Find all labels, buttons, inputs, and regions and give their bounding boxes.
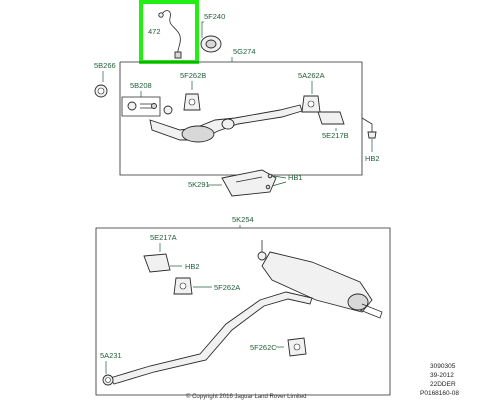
- ref-line-2: 39-2012: [430, 372, 454, 379]
- part-5a231[interactable]: 5A231: [100, 351, 122, 386]
- sensor-472-group[interactable]: 472: [139, 0, 199, 64]
- front-flange: [163, 105, 173, 115]
- label-5b266: 5B266: [94, 61, 116, 70]
- label-5e217b: 5E217B: [322, 131, 349, 140]
- label-hb2-upper: HB2: [365, 154, 380, 163]
- part-5f262a[interactable]: 5F262A: [173, 277, 240, 295]
- bolt-hb2-upper: [367, 131, 377, 139]
- part-5k291[interactable]: 5K291: [188, 169, 277, 197]
- label-5k291: 5K291: [188, 180, 210, 189]
- label-5f262c: 5F262C: [250, 343, 277, 352]
- copyright-text: © Copyright 2016 Jaguar Land Rover Limit…: [186, 393, 307, 400]
- part-5f262b[interactable]: 5F262B: [180, 71, 206, 111]
- label-5f262b: 5F262B: [180, 71, 206, 80]
- rear-muffler: [261, 251, 373, 313]
- label-5k254: 5K254: [232, 215, 254, 224]
- sensor-connector: [174, 51, 182, 59]
- part-5e217b[interactable]: 5E217B: [322, 128, 349, 140]
- front-pipe-catalyst: [149, 104, 303, 143]
- part-5f262c[interactable]: 5F262C: [250, 337, 307, 357]
- stud-5b208: [140, 103, 152, 109]
- label-hb2-lower: HB2: [185, 262, 200, 271]
- label-5b208: 5B208: [130, 81, 152, 90]
- pipe-flange: [221, 118, 235, 130]
- part-5f240[interactable]: 5F240: [200, 12, 225, 53]
- sensor-wire: [161, 10, 181, 57]
- part-5a262a[interactable]: 5A262A: [298, 71, 325, 113]
- rear-muffler-assembly: [257, 240, 383, 319]
- part-5b266[interactable]: 5B266: [94, 61, 116, 98]
- muffler-end: [347, 293, 369, 311]
- nut-5b208: [127, 101, 137, 111]
- bracket-5e217a: [143, 253, 171, 273]
- reference-block: 3090305 39-2012 22DDER P0168160-08: [420, 363, 459, 397]
- bracket-5e217b: [317, 111, 345, 125]
- label-472: 472: [148, 27, 161, 36]
- label-5a231: 5A231: [100, 351, 122, 360]
- ref-line-4: P0168160-08: [420, 390, 459, 397]
- part-5e217a[interactable]: 5E217A: [143, 233, 177, 273]
- label-hb1: HB1: [288, 173, 303, 182]
- part-hb2-lower[interactable]: HB2: [170, 262, 200, 271]
- sensor-tip: [158, 12, 164, 18]
- label-5e217a: 5E217A: [150, 233, 177, 242]
- lower-frame: [95, 227, 391, 396]
- intermediate-pipe: [109, 291, 313, 385]
- ref-line-1: 3090305: [430, 363, 456, 370]
- part-hb2-upper[interactable]: HB2: [361, 117, 380, 163]
- ref-line-3: 22DDER: [430, 381, 456, 388]
- part-5b208[interactable]: 5B208: [121, 81, 161, 117]
- label-5f262a: 5F262A: [214, 283, 240, 292]
- tail-pipe: [359, 303, 383, 319]
- catalytic-converter: [181, 125, 215, 143]
- label-5g274: 5G274: [233, 47, 256, 56]
- heat-shield-5k291: [221, 169, 277, 197]
- label-5f240: 5F240: [204, 12, 225, 21]
- upper-frame: [119, 61, 363, 176]
- muffler-hanger-top: [257, 251, 267, 261]
- label-5a262a: 5A262A: [298, 71, 325, 80]
- part-hb1[interactable]: HB1: [265, 173, 303, 190]
